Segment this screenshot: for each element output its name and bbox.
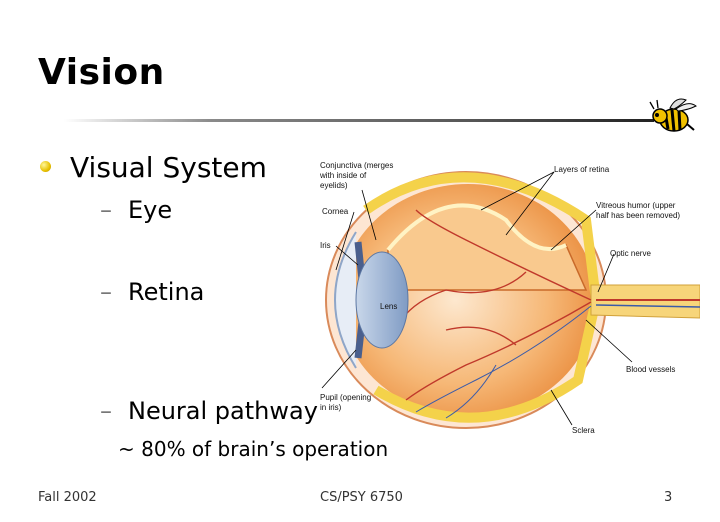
label-iris: Iris: [320, 241, 331, 250]
footer-course: CS/PSY 6750: [320, 490, 403, 505]
subitem-eye: Eye: [128, 196, 173, 224]
bullet-visual-system: Visual System: [70, 151, 267, 184]
footer-page-number: 3: [664, 490, 673, 505]
dash-icon: –: [100, 397, 112, 425]
optic-nerve-shape: [590, 284, 700, 319]
bullet-icon: [40, 161, 51, 172]
footer-date: Fall 2002: [38, 490, 97, 505]
label-pupil-2: in iris): [320, 403, 342, 412]
note-brain-operation: ~ 80% of brain’s operation: [118, 437, 389, 461]
subitem-neural-pathway: Neural pathway: [128, 397, 318, 425]
yellow-jacket-mascot-icon: [649, 98, 697, 132]
label-vitreous-1: Vitreous humor (upper: [596, 201, 676, 210]
label-blood-vessels: Blood vessels: [626, 365, 675, 374]
title-underline: [64, 119, 654, 122]
slide-title: Vision: [38, 52, 165, 93]
label-sclera: Sclera: [572, 426, 595, 435]
subitem-retina: Retina: [128, 278, 205, 306]
label-layers-of-retina: Layers of retina: [554, 165, 610, 174]
dash-icon: –: [100, 278, 112, 306]
label-optic-nerve: Optic nerve: [610, 249, 651, 258]
label-pupil-1: Pupil (opening: [320, 393, 371, 402]
label-vitreous-2: half has been removed): [596, 211, 680, 220]
label-conjunctiva-1: Conjunctiva (merges: [320, 161, 393, 170]
label-conjunctiva-3: eyelids): [320, 181, 348, 190]
eye-anatomy-diagram: Conjunctiva (merges with inside of eyeli…: [319, 161, 700, 435]
lens-shape: [355, 251, 409, 349]
label-conjunctiva-2: with inside of: [319, 171, 367, 180]
dash-icon: –: [100, 196, 112, 224]
cornea-shape: [334, 231, 357, 369]
label-lens: Lens: [380, 302, 397, 311]
blood-vessels: [400, 209, 592, 401]
label-cornea: Cornea: [322, 207, 349, 216]
